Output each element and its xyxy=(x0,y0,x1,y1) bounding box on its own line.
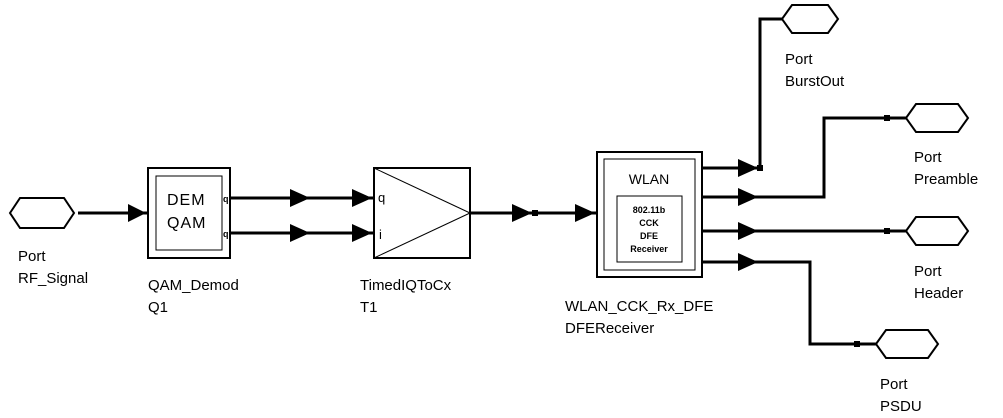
arrow-q-in xyxy=(352,189,372,207)
port-name: Preamble xyxy=(914,171,978,188)
wlan-header-text: WLAN xyxy=(629,171,669,187)
port-preamble[interactable]: Port Preamble xyxy=(904,103,978,188)
qam-pin-q: q xyxy=(223,194,229,204)
wlan-line-cck: CCK xyxy=(639,218,659,228)
timed-iq-block[interactable]: q i TimedIQToCx T1 xyxy=(360,167,471,316)
wlan-line-standard: 802.11b xyxy=(633,205,666,215)
port-burstout[interactable]: Port BurstOut xyxy=(780,4,845,90)
junctions xyxy=(532,115,890,347)
wire-psdu xyxy=(702,260,876,346)
arrow-preamble xyxy=(738,188,758,206)
arrow-rf-in xyxy=(128,204,146,222)
arrowheads xyxy=(128,159,758,271)
arrow-i-mid xyxy=(290,224,310,242)
wlan-line-receiver: Receiver xyxy=(630,244,668,254)
wlan-line-dfe: DFE xyxy=(640,231,658,241)
port-hexagon-icon xyxy=(904,103,970,133)
port-hexagon-icon xyxy=(8,197,76,229)
timed-pin-q: q xyxy=(378,190,385,205)
port-hexagon-icon xyxy=(904,216,970,246)
port-hexagon-icon xyxy=(874,329,940,359)
port-label: Port xyxy=(914,149,942,166)
arrow-burstout xyxy=(738,159,758,177)
port-hexagon-icon xyxy=(780,4,840,34)
timed-block-name: TimedIQToCx xyxy=(360,277,452,294)
port-label: Port xyxy=(880,376,908,393)
wlan-inner-box xyxy=(616,195,683,263)
port-name: RF_Signal xyxy=(18,270,88,287)
port-label: Port xyxy=(914,263,942,280)
arrow-psdu xyxy=(738,253,758,271)
triangle-bottom-edge xyxy=(373,212,471,259)
port-header[interactable]: Port Header xyxy=(904,216,970,302)
port-rf-signal[interactable]: Port RF_Signal xyxy=(8,197,88,287)
triangle-top-edge xyxy=(373,167,471,214)
port-name: PSDU xyxy=(880,398,922,415)
wire-preamble xyxy=(702,116,906,199)
qam-pin-i: q xyxy=(223,229,229,239)
port-name: Header xyxy=(914,285,963,302)
qam-block-name: QAM_Demod xyxy=(148,277,239,294)
wlan-block-name: WLAN_CCK_Rx_DFE xyxy=(565,298,713,315)
port-name: BurstOut xyxy=(785,73,845,90)
port-psdu[interactable]: Port PSDU xyxy=(874,329,940,415)
arrow-header xyxy=(738,222,758,240)
arrow-i-in xyxy=(352,224,372,242)
port-label: Port xyxy=(785,51,813,68)
wlan-rx-block[interactable]: WLAN 802.11b CCK DFE Receiver WLAN_CCK_R… xyxy=(565,151,713,337)
wire-burstout xyxy=(702,17,782,170)
timed-block-instance: T1 xyxy=(360,299,378,316)
arrow-cx-mid xyxy=(512,204,532,222)
wlan-block-instance: DFEReceiver xyxy=(565,320,654,337)
timed-pin-i: i xyxy=(379,227,382,242)
qam-dem-text: DEM xyxy=(167,192,206,209)
qam-demod-block[interactable]: DEM QAM q q QAM_Demod Q1 xyxy=(147,167,239,316)
wires xyxy=(78,17,906,346)
qam-block-instance: Q1 xyxy=(148,299,168,316)
arrow-cx-in xyxy=(575,204,595,222)
arrow-q-mid xyxy=(290,189,310,207)
qam-qam-text: QAM xyxy=(167,215,206,232)
port-label: Port xyxy=(18,248,46,265)
